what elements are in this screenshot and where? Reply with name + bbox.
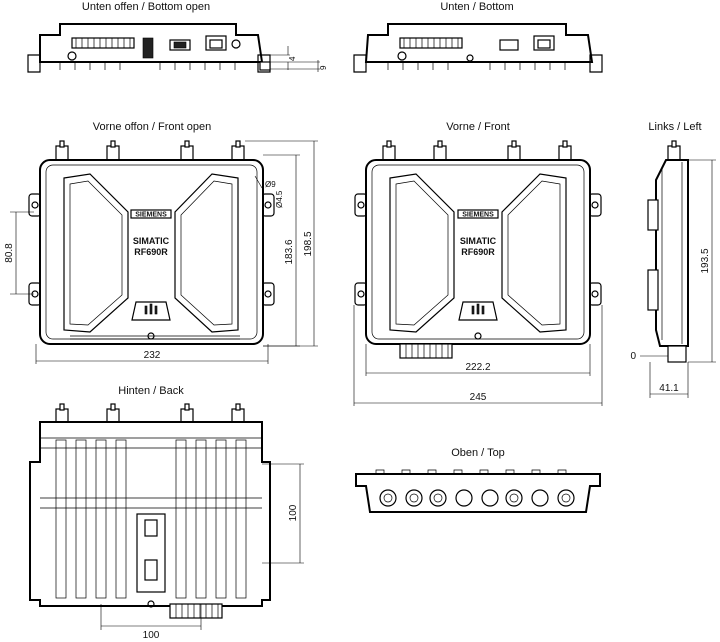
dim-232: 232	[144, 350, 161, 361]
view-title-front-open: Vorne offon / Front open	[93, 121, 211, 133]
view-title-back: Hinten / Back	[118, 385, 184, 397]
view-bottom-open: Unten offen / Bottom open 4 9	[27, 1, 328, 73]
top-connectors	[379, 489, 575, 507]
dim-245: 245	[470, 392, 487, 403]
view-bottom: Unten / Bottom	[353, 1, 603, 73]
brand-label: SIMATIC	[133, 236, 170, 246]
dim-80-8: 80.8	[4, 243, 15, 263]
view-title-top: Oben / Top	[451, 447, 505, 459]
dim-183-6: 183.6	[284, 239, 295, 264]
view-title-front: Vorne / Front	[446, 121, 510, 133]
view-title-bottom: Unten / Bottom	[440, 1, 513, 13]
dim-9: 9	[319, 65, 328, 70]
view-front-open: Vorne offon / Front open SIEMENS SIMATIC…	[4, 121, 318, 364]
logo-text-front: SIEMENS	[462, 212, 494, 219]
logo-text: SIEMENS	[135, 212, 167, 219]
model-label: RF690R	[134, 247, 168, 257]
antenna-connectors	[55, 140, 245, 161]
view-title-left: Links / Left	[648, 121, 701, 133]
dim-41-1: 41.1	[659, 383, 679, 394]
dim-193-5: 193.5	[700, 248, 711, 273]
dim-0: 0	[630, 351, 636, 362]
dim-phi9: Ø9	[265, 180, 276, 189]
dim-198-5: 198.5	[303, 231, 314, 256]
view-title-bottom-open: Unten offen / Bottom open	[82, 1, 210, 13]
view-front: Vorne / Front SIEMENS SIMATIC RF690R 222…	[353, 121, 603, 406]
dim-4: 4	[288, 56, 297, 61]
dim-222-2: 222.2	[465, 362, 490, 373]
brand-label-front: SIMATIC	[460, 236, 497, 246]
dim-100-horizontal: 100	[143, 630, 160, 641]
model-label-front: RF690R	[461, 247, 495, 257]
view-left: Links / Left 193.5 0 41.1	[630, 121, 716, 398]
dim-phi45: Ø4.5	[275, 190, 284, 208]
view-top: Oben / Top	[355, 447, 601, 513]
dim-100-vertical: 100	[288, 504, 299, 521]
view-back: Hinten / Back 100 100	[29, 385, 304, 641]
